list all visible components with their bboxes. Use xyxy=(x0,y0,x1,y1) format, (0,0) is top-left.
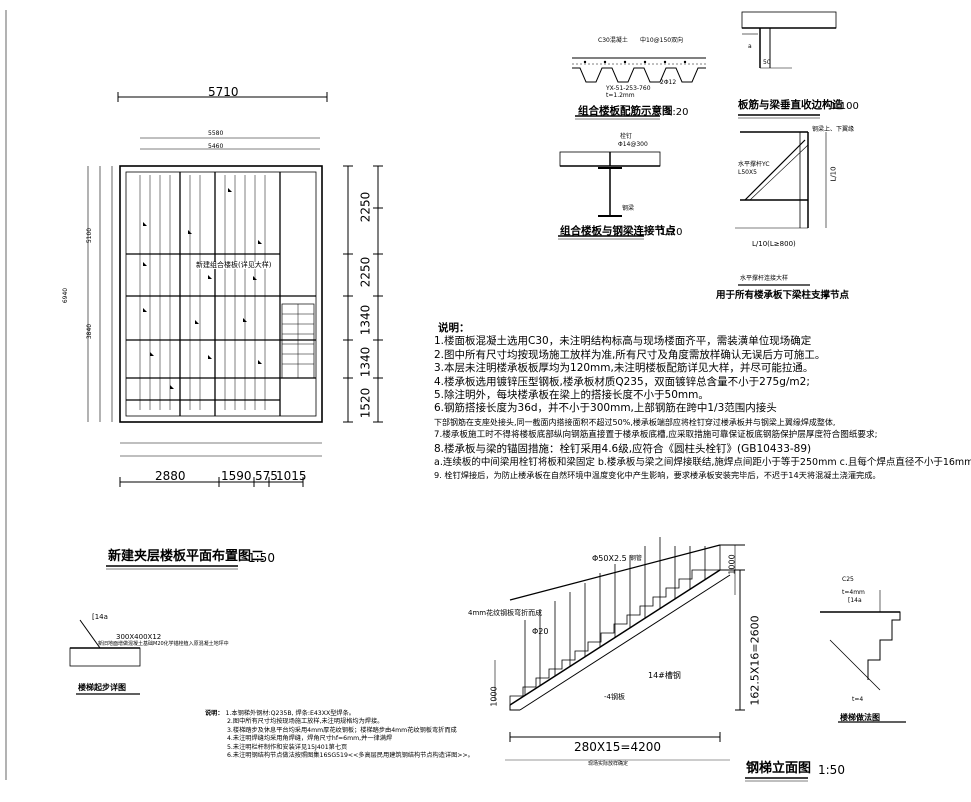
stair-notes-row-1: 说明： 1.本钢梯外钢材:Q235B, 焊条:E43XX型焊条。 xyxy=(205,710,474,718)
plan-title: 新建夹层楼板平面布置图二 xyxy=(108,549,265,564)
composite-label-2: 中10@150双向 xyxy=(640,37,684,44)
edge-title: 板筋与梁垂直收边构造 xyxy=(738,99,843,111)
notes-heading: 说明： xyxy=(438,322,470,334)
section-label-3: [14a xyxy=(848,597,862,604)
composite-scale: 1:20 xyxy=(666,107,689,118)
plan-scale: 1:50 xyxy=(248,551,275,565)
plan-inner-top-dim: 5460 xyxy=(208,143,224,150)
plan-right-dim-2: 2250 xyxy=(358,256,373,288)
plan-top-dim: 5710 xyxy=(208,85,239,99)
composite-label-3: YX-51-253-760 xyxy=(606,85,651,92)
plan-center-label: 新建组合楼板(详见大样) xyxy=(196,261,272,269)
edge-label-50: 50 xyxy=(763,59,771,66)
stair-note-1: 1.本钢梯外钢材:Q235B, 焊条:E43XX型焊条。 xyxy=(225,710,355,717)
elevation-label-1: Φ50X2.5 xyxy=(592,554,627,563)
plan-right-dim-1: 2250 xyxy=(358,191,373,223)
brace-label-5: L/10(L≥800) xyxy=(752,240,796,248)
plan-inner-top-dim2: 5580 xyxy=(208,130,224,137)
general-notes: 说明： 1.楼面板混凝土选用C30，未注明结构标高与现场楼面齐平，需装潢单位现场… xyxy=(434,322,971,483)
elevation-label-4: Φ20 xyxy=(532,627,549,636)
composite-label-5: 2Φ12 xyxy=(660,79,677,86)
note-2: 2.图中所有尺寸均按现场施工放样为准,所有尺寸及角度需放样确认无误后方可施工。 xyxy=(434,348,826,361)
brace-label-3: 钢梁上、下翼缘 xyxy=(812,126,855,133)
plan-right-dim-4: 1340 xyxy=(358,346,373,378)
section-title: 楼梯做法图 xyxy=(840,713,880,722)
note-6b: 下部钢筋在支座处接头,同一截面内搭接面积不超过50%,楼承板端部应将栓钉穿过楼承… xyxy=(434,417,836,427)
elevation-label-2: 钢管 xyxy=(630,555,643,562)
note-4: 4.楼承板选用镀锌压型钢板,楼承板材质Q235，双面镀锌总含量不小于275g/m… xyxy=(434,375,810,388)
connection-label-3: 钢梁 xyxy=(622,205,635,212)
brace-label-1: 水平撑杆YC xyxy=(738,161,770,168)
elevation-label-11: 现场实际放样确定 xyxy=(588,761,629,767)
plan-bottom-dim-2: 1590 xyxy=(221,469,252,483)
stair-note-6: 6.未注明钢结构节点做法按照图集16SG519<<多高层民用建筑钢结构节点构造详… xyxy=(227,752,474,760)
note-3: 3.本层未注明楼承板板厚均为120mm,未注明楼板配筋详见大样，并尽可能拉通。 xyxy=(434,362,814,375)
brace-label-6: 水平撑杆连接大样 xyxy=(740,275,789,282)
plan-left-dim-1: 5100 xyxy=(86,227,94,244)
note-7: 7.楼承板施工时不得将楼板底部纵向钢筋直接置于楼承板底槽,应采取措施可靠保证板底… xyxy=(434,430,878,441)
edge-scale: 1:100 xyxy=(830,101,859,112)
note-6: 6.钢筋搭接长度为36d，并不小于300mm,上部钢筋在跨中1/3范围内接头 xyxy=(434,402,777,415)
plan-bottom-dim-1: 2880 xyxy=(155,469,186,483)
elevation-label-9: 162.5X16=2600 xyxy=(748,615,762,706)
note-8: 8.楼承板与梁的锚固措施：栓钉采用4.6级,应符合《圆柱头栓钉》(GB10433… xyxy=(434,442,812,455)
elevation-label-8: 1000 xyxy=(727,554,737,575)
stairstep-label-1: [14a xyxy=(92,613,108,621)
plan-left-dim-3: 6940 xyxy=(62,287,70,304)
note-8a: a.连续板的中间梁用栓钉将板和梁固定 b.楼承板与梁之间焊接联结,施焊点间距小于… xyxy=(434,457,971,469)
elevation-scale: 1:50 xyxy=(818,763,845,777)
plan-bottom-dim-4: 1015 xyxy=(276,469,307,483)
plan-left-dim-2: 3840 xyxy=(86,323,94,340)
stairstep-label-2: 300X400X12 xyxy=(116,633,162,641)
connection-label-1: 栓钉 xyxy=(620,133,633,140)
elevation-label-10: 280X15=4200 xyxy=(574,740,661,754)
stairstep-label-3: 新旧地面增做混凝土基础M20化学锚栓植入原混凝土地坪中 xyxy=(98,641,229,647)
elevation-title: 钢梯立面图 xyxy=(746,761,812,776)
stair-note-5: 5.未注明栏杆制作和安装详见15J401第七页 xyxy=(227,743,348,751)
plan-right-dim-3: 1340 xyxy=(358,304,373,336)
composite-label-4: t=1.2mm xyxy=(606,92,635,99)
stair-note-2: 2.图中所有尺寸均按现场施工放样,未注明规格均为焊接。 xyxy=(227,718,384,726)
stair-notes-heading: 说明： xyxy=(205,710,224,717)
elevation-label-3: 4mm花纹钢板弯折而成 xyxy=(468,609,543,617)
edge-label-a: a xyxy=(748,43,752,50)
stair-note-4: 4.未注明焊缝均采用角焊缝，焊角尺寸hf=6mm,并一律满焊 xyxy=(227,735,393,743)
plan-bottom-dim-3: 575 xyxy=(255,469,278,483)
brace-label-2: L50X5 xyxy=(738,169,757,176)
elevation-label-5: 14#槽钢 xyxy=(648,671,681,680)
composite-title: 组合楼板配筋示意图 xyxy=(578,105,673,117)
note-1: 1.楼面板混凝土选用C30，未注明结构标高与现场楼面齐平，需装潢单位现场确定 xyxy=(434,335,812,348)
elevation-label-6: -4钢板 xyxy=(604,693,625,701)
section-label-4: t=4 xyxy=(852,696,864,703)
brace-caption: 用于所有楼承板下梁柱支撑节点 xyxy=(716,290,850,301)
stairstep-title: 楼梯起步详图 xyxy=(78,683,126,692)
composite-label-1: C30混凝土 xyxy=(598,37,628,44)
stair-note-3: 3.楼梯踏步及休息平台均采用4mm厚花纹钢板；楼梯踏步由4mm花纹钢板弯折而成 xyxy=(227,726,457,734)
brace-label-4: L/10 xyxy=(829,166,838,182)
section-label-1: C25 xyxy=(842,576,854,583)
section-label-2: t=4mm xyxy=(842,589,865,596)
stair-notes: 说明： 1.本钢梯外钢材:Q235B, 焊条:E43XX型焊条。 2.图中所有尺… xyxy=(205,710,474,760)
connection-label-2: Φ14@300 xyxy=(618,141,648,148)
connection-scale: 1:20 xyxy=(660,227,683,238)
connection-title: 组合楼板与钢梁连接节点 xyxy=(560,225,676,237)
note-5: 5.除注明外，每块楼承板在梁上的搭接长度不小于50mm。 xyxy=(434,389,709,402)
note-9: 9. 栓钉焊接后，为防止楼承板在自然环境中温度变化中产生影响，要求楼承板安装完毕… xyxy=(434,470,881,481)
elevation-label-7: 1000 xyxy=(489,686,499,707)
plan-right-dim-5: 1520 xyxy=(358,387,373,419)
